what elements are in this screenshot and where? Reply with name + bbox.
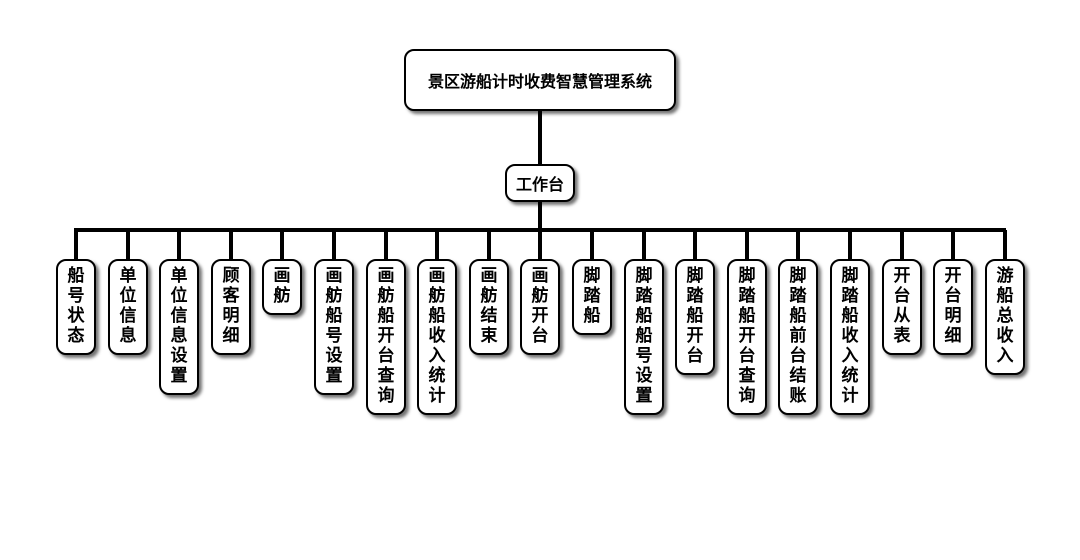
- leaf-node-label: 开台明细: [944, 266, 962, 346]
- connector-leaf: [332, 230, 336, 259]
- leaf-node: 脚踏船船号设置: [624, 259, 664, 415]
- leaf-node-label: 画舫船号设置: [325, 266, 343, 386]
- connector-leaf: [229, 230, 233, 259]
- leaf-node-label: 开台从表: [893, 266, 911, 346]
- leaf-node-label: 船号状态: [67, 266, 85, 346]
- leaf-node: 画舫结束: [469, 259, 509, 355]
- leaf-node: 单位信息: [108, 259, 148, 355]
- leaf-node: 画舫: [262, 259, 302, 315]
- leaf-node-label: 画舫: [273, 266, 291, 306]
- connector-leaf: [693, 230, 697, 259]
- leaf-node: 画舫船收入统计: [417, 259, 457, 415]
- connector-leaf: [745, 230, 749, 259]
- connector-leaf: [848, 230, 852, 259]
- leaf-node-label: 单位信息: [119, 266, 137, 346]
- workbench-node: 工作台: [505, 164, 575, 202]
- leaf-node: 脚踏船开台查询: [727, 259, 767, 415]
- connector-root-mid: [538, 111, 542, 164]
- connector-leaf: [74, 230, 78, 259]
- leaf-node-label: 脚踏船前台结账: [789, 266, 807, 406]
- leaf-node: 顾客明细: [211, 259, 251, 355]
- leaf-node: 脚踏船开台: [675, 259, 715, 375]
- leaf-node: 脚踏船前台结账: [778, 259, 818, 415]
- leaf-node-label: 游船总收入: [996, 266, 1014, 366]
- connector-leaf: [590, 230, 594, 259]
- connector-leaf: [1003, 230, 1007, 259]
- leaf-node-label: 脚踏船船号设置: [635, 266, 653, 406]
- leaf-node-label: 画舫结束: [480, 266, 498, 346]
- connector-leaf: [487, 230, 491, 259]
- leaf-node: 画舫船号设置: [314, 259, 354, 395]
- connector-leaf: [900, 230, 904, 259]
- leaf-node-label: 顾客明细: [222, 266, 240, 346]
- connector-leaf: [177, 230, 181, 259]
- connector-mid-bus: [538, 202, 542, 230]
- root-node: 景区游船计时收费智慧管理系统: [404, 49, 676, 111]
- workbench-node-label: 工作台: [515, 175, 564, 194]
- leaf-node-label: 脚踏船开台查询: [738, 266, 756, 406]
- connector-leaf: [538, 230, 542, 259]
- connector-leaf: [951, 230, 955, 259]
- connector-leaf: [435, 230, 439, 259]
- leaf-node: 船号状态: [56, 259, 96, 355]
- leaf-node-label: 脚踏船: [583, 266, 601, 326]
- leaf-node: 脚踏船收入统计: [830, 259, 870, 415]
- connector-leaf: [126, 230, 130, 259]
- root-node-label: 景区游船计时收费智慧管理系统: [427, 72, 652, 91]
- connector-leaf: [642, 230, 646, 259]
- leaf-node-label: 画舫开台: [531, 266, 549, 346]
- leaf-node: 单位信息设置: [159, 259, 199, 395]
- connector-leaf: [796, 230, 800, 259]
- leaf-node-label: 单位信息设置: [170, 266, 188, 386]
- leaf-node: 开台从表: [882, 259, 922, 355]
- leaf-node: 脚踏船: [572, 259, 612, 335]
- leaf-node: 画舫船开台查询: [366, 259, 406, 415]
- leaf-node-label: 画舫船开台查询: [377, 266, 395, 406]
- leaf-node-label: 脚踏船收入统计: [841, 266, 859, 406]
- connector-leaf: [384, 230, 388, 259]
- leaf-node-label: 画舫船收入统计: [428, 266, 446, 406]
- leaf-node: 画舫开台: [520, 259, 560, 355]
- connector-leaf: [280, 230, 284, 259]
- leaf-node: 开台明细: [933, 259, 973, 355]
- leaf-node: 游船总收入: [985, 259, 1025, 375]
- leaf-node-label: 脚踏船开台: [686, 266, 704, 366]
